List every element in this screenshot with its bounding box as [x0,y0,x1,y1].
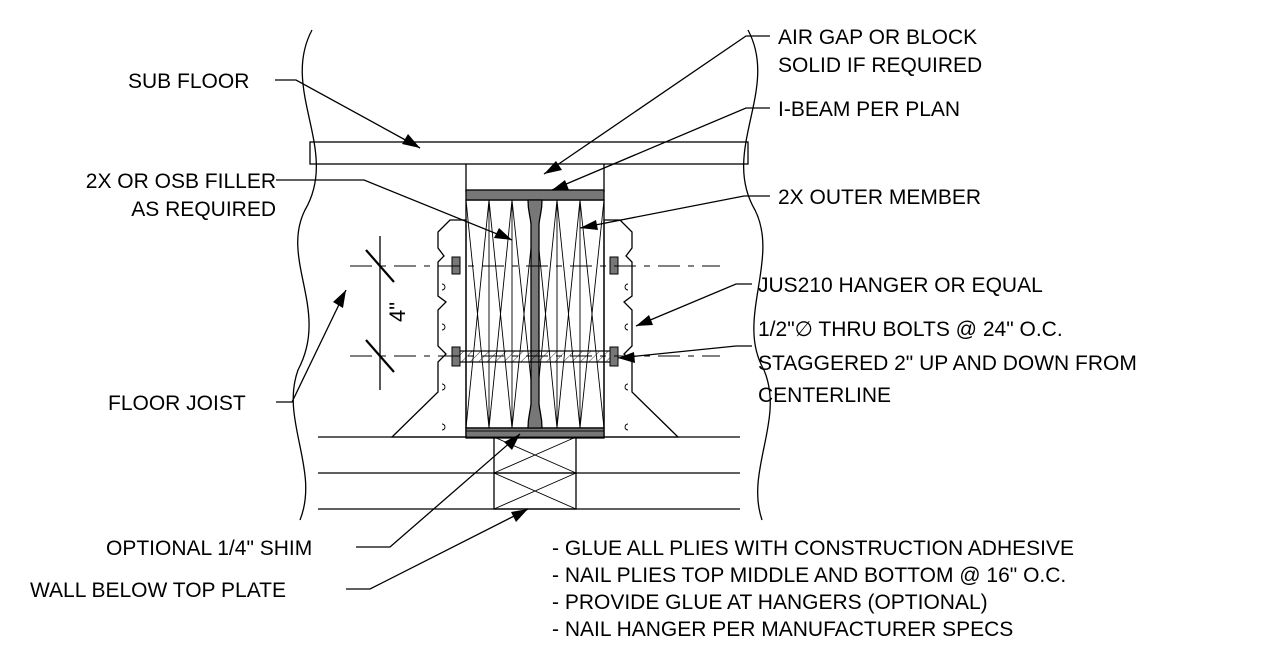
label-sub-floor: SUB FLOOR [128,70,249,93]
label-outer-member: 2X OUTER MEMBER [778,186,981,209]
note-item: - NAIL HANGER PER MANUFACTURER SPECS [552,618,1013,641]
right-wood-members [533,199,605,429]
label-bolts-line2: STAGGERED 2" UP AND DOWN FROM [758,352,1137,375]
label-filler-line1: 2X OR OSB FILLER [86,170,276,193]
label-wall-plate: WALL BELOW TOP PLATE [30,579,286,602]
label-filler-line2: AS REQUIRED [131,198,276,221]
label-air-gap-line1: AIR GAP OR BLOCK [778,26,977,49]
dimension-text: 4" [385,302,410,322]
label-hanger: JUS210 HANGER OR EQUAL [758,274,1043,297]
left-hanger [390,219,467,438]
note-item: - PROVIDE GLUE AT HANGERS (OPTIONAL) [552,591,988,614]
shim [465,430,605,438]
sub-floor [309,141,749,165]
label-floor-joist: FLOOR JOIST [108,392,246,415]
left-break-line [292,29,317,521]
right-break-line [743,29,771,521]
label-shim: OPTIONAL 1/4" SHIM [106,537,312,560]
label-bolts-line3: CENTERLINE [758,384,891,407]
note-item: - NAIL PLIES TOP MIDDLE AND BOTTOM @ 16"… [552,564,1066,587]
general-notes: - GLUE ALL PLIES WITH CONSTRUCTION ADHES… [552,537,1074,641]
upper-bolt-left [451,256,461,275]
label-i-beam: I-BEAM PER PLAN [778,98,960,121]
thru-bolt [451,346,619,367]
leaders [275,35,770,590]
upper-bolt-right [609,256,619,275]
i-beam [465,189,605,439]
label-air-gap-line2: SOLID IF REQUIRED [778,54,982,77]
right-hanger [603,219,680,438]
note-item: - GLUE ALL PLIES WITH CONSTRUCTION ADHES… [552,537,1074,560]
wall-stud-block [493,436,577,510]
hanger-nail-holes [441,283,629,431]
dimension-line [365,236,395,390]
label-bolts-line1: 1/2"∅ THRU BOLTS @ 24" O.C. [758,318,1063,341]
